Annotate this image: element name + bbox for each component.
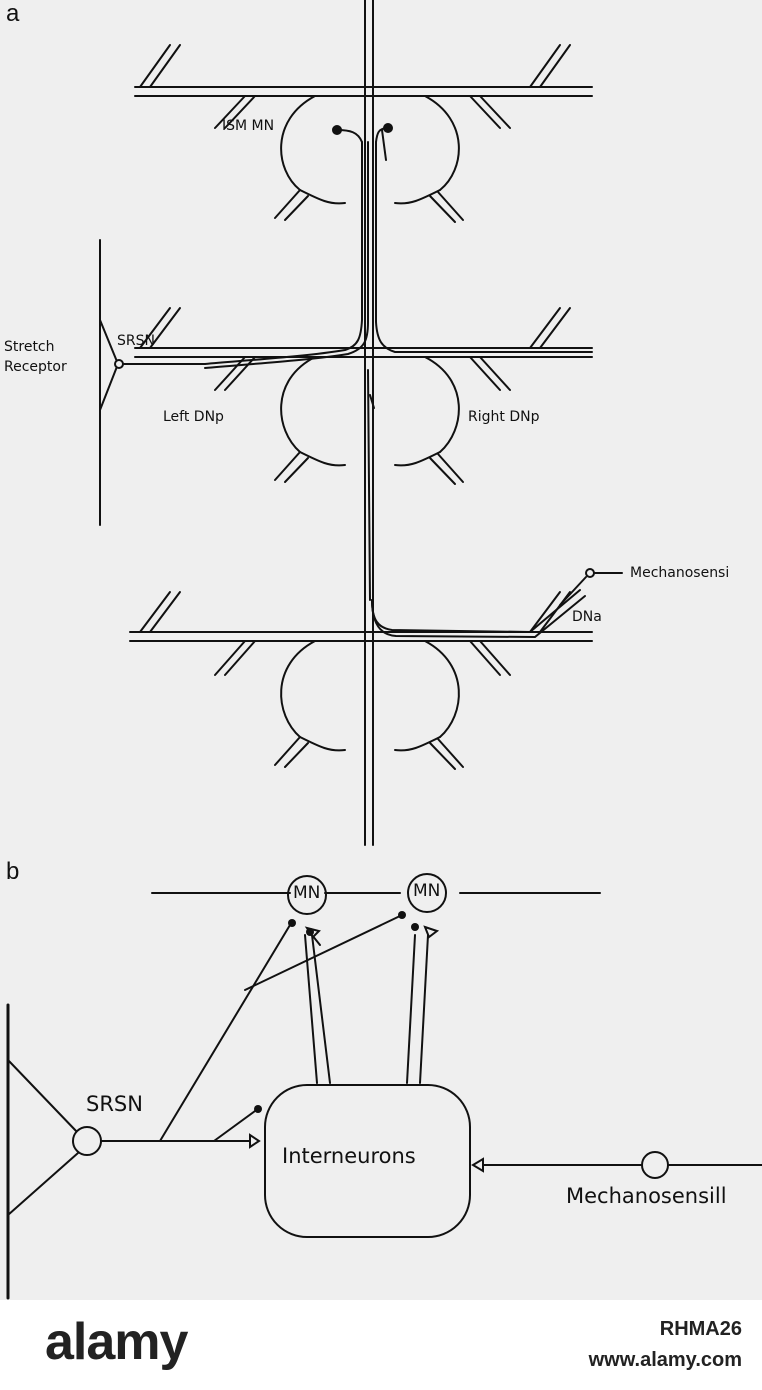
- left-dnp-neuron: [204, 141, 369, 369]
- right-dnp-label: Right DNp: [468, 409, 540, 425]
- left-dnp-label: Left DNp: [163, 409, 224, 425]
- mn-left-label: MN: [293, 883, 321, 903]
- dna-label: DNa: [572, 609, 602, 625]
- dna-neuron: [371, 568, 623, 639]
- interneurons-label: Interneurons: [282, 1144, 416, 1168]
- motor-neuron-right: [407, 873, 447, 913]
- ism-motor-neurons: [332, 123, 393, 161]
- stretch-label: Stretch: [4, 339, 55, 355]
- segmental-ganglia-schematic: [99, 0, 623, 846]
- circuit-schematic: [6, 873, 762, 1300]
- interneurons-box: [264, 1084, 471, 1238]
- ganglion-3: [129, 591, 593, 770]
- watermark-footer: [0, 1300, 762, 1390]
- srsn-soma: [72, 1126, 102, 1156]
- right-dnp-neuron: [367, 141, 593, 601]
- ism-mn-label: ISM MN: [222, 118, 275, 134]
- mechanosensillum-soma: [641, 1151, 669, 1179]
- mechanosensillum-label-a: Mechanosensi: [630, 565, 730, 581]
- srsn-label-a: SRSN: [117, 333, 155, 349]
- motor-neuron-left: [287, 875, 327, 915]
- panel-a-label: a: [6, 0, 20, 27]
- mn-right-label: MN: [413, 881, 441, 901]
- ganglion-1: [134, 44, 593, 223]
- receptor-label: Receptor: [4, 359, 67, 375]
- image-id: RHMA26: [659, 1318, 742, 1340]
- srsn-label-b: SRSN: [86, 1092, 143, 1116]
- panel-b-label: b: [6, 858, 20, 885]
- mechanosensillum-label-b: Mechanosensill: [566, 1184, 727, 1208]
- neural-circuit-diagram: [6, 0, 762, 1300]
- brand-logo: alamy: [45, 1313, 188, 1371]
- stretch-receptor: [99, 239, 206, 526]
- site-url: www.alamy.com: [588, 1349, 742, 1371]
- ganglion-2: [134, 307, 593, 485]
